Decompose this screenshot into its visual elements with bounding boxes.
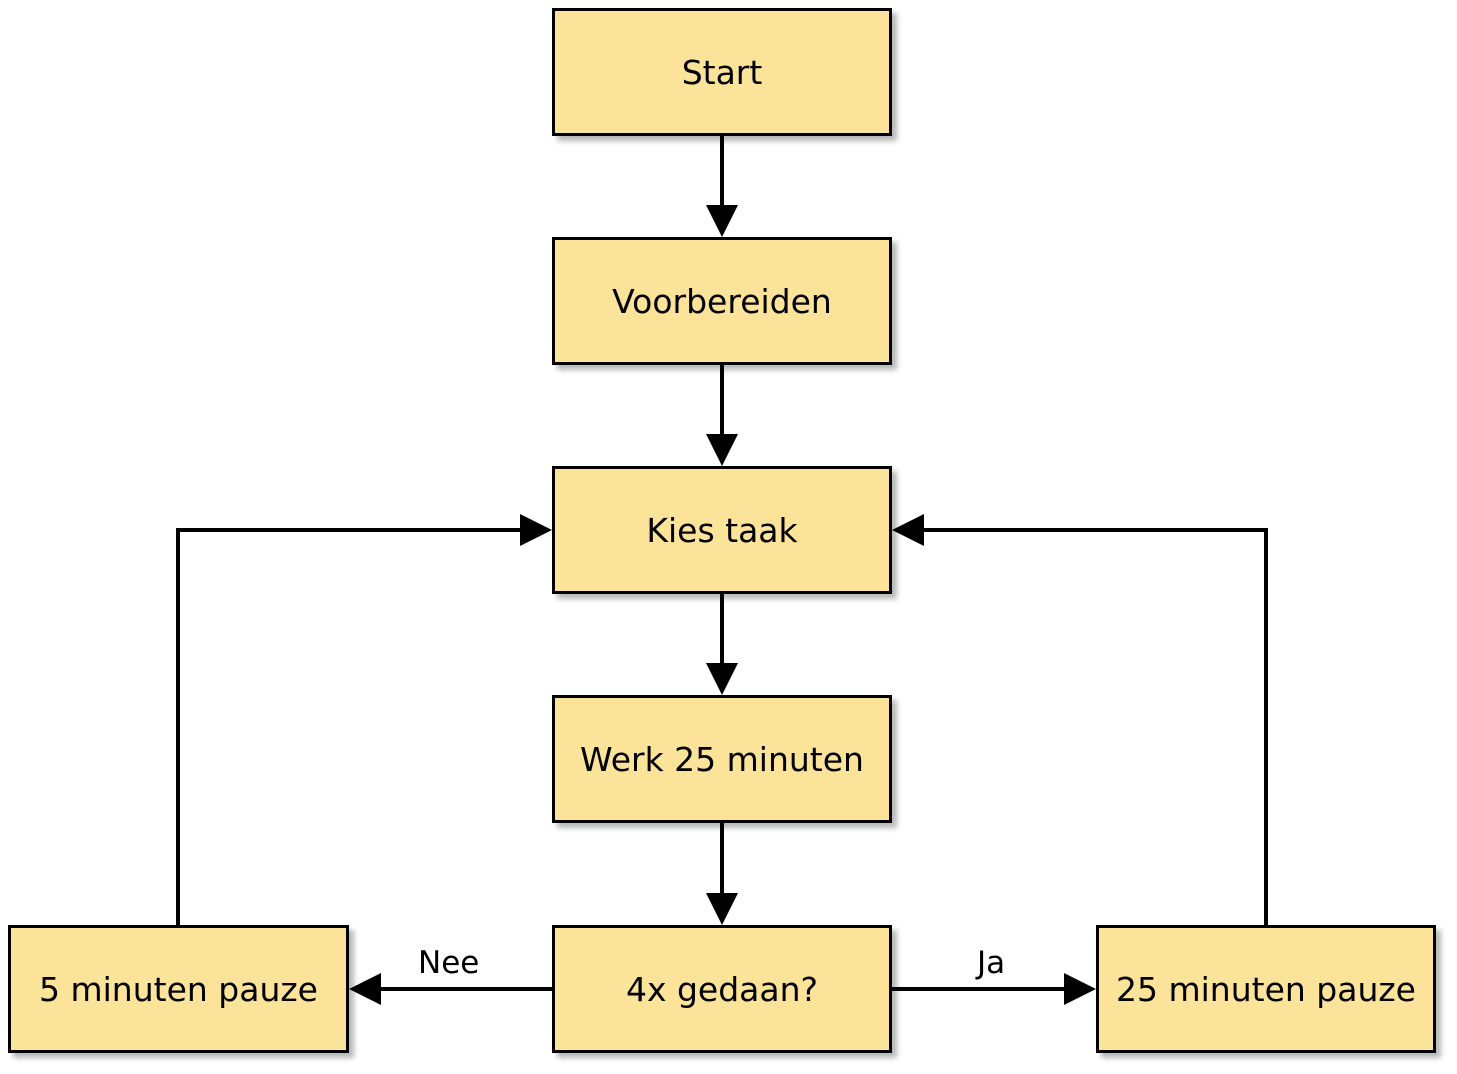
node-decision-check: 4x gedaan? (552, 925, 892, 1053)
edge-label-yes: Ja (977, 945, 1006, 981)
arrow-short-break-to-task (176, 514, 552, 925)
node-start: Start (552, 8, 892, 136)
node-work: Werk 25 minuten (552, 695, 892, 823)
node-prepare: Voorbereiden (552, 237, 892, 365)
arrow-long-break-to-task (892, 514, 1268, 925)
node-short-break: 5 minuten pauze (8, 925, 349, 1053)
edge-label-no: Nee (418, 945, 480, 981)
node-choose-task: Kies taak (552, 466, 892, 594)
node-long-break: 25 minuten pauze (1096, 925, 1436, 1053)
